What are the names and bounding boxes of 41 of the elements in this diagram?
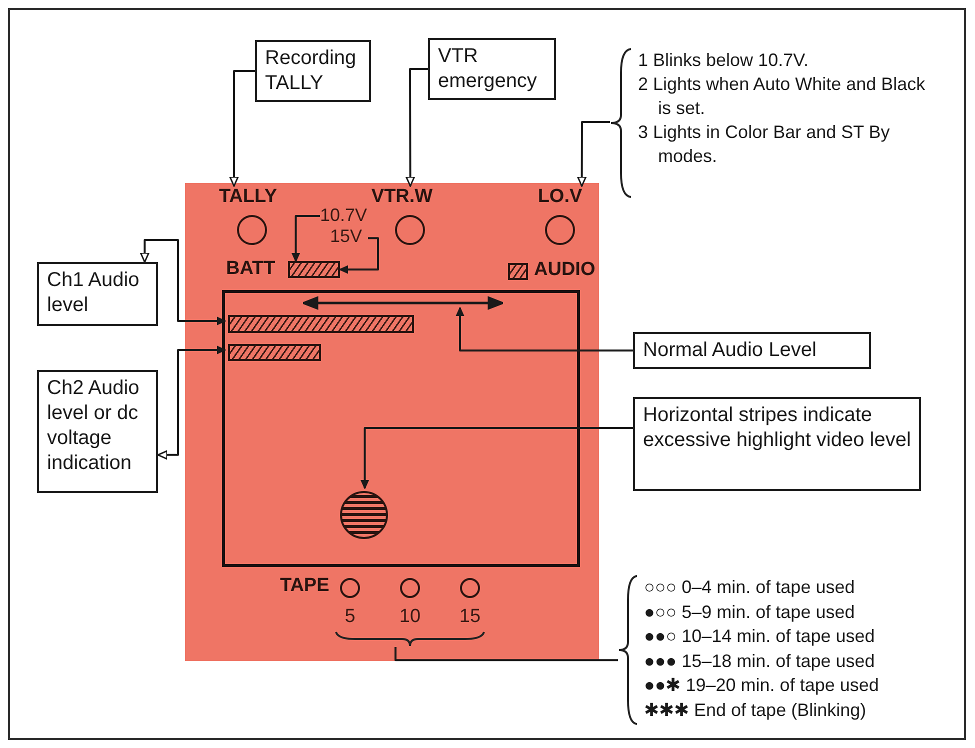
indicator-label: LO.V	[528, 186, 592, 210]
scale-number: 15	[458, 607, 482, 627]
callout-box: Normal Audio Level	[633, 332, 871, 369]
callout-box: Ch1 Audio level	[37, 262, 158, 326]
arrow	[456, 307, 633, 352]
legend-text: ●●● 15–18 min. of tape used	[644, 650, 875, 673]
legend-text: ●●✱ 19–20 min. of tape used	[644, 674, 879, 697]
arrow	[229, 70, 255, 187]
arrow	[360, 427, 633, 489]
callout-box: Ch2 Audio level or dc voltage indication	[37, 370, 158, 493]
arrow	[140, 239, 226, 326]
voltage-label: 15V	[330, 226, 368, 248]
arrow	[157, 346, 226, 460]
screen-frame	[222, 290, 580, 567]
note-text: 3 Lights in Color Bar and ST By modes.	[638, 121, 891, 168]
scale-number: 10	[398, 607, 422, 627]
note-text: 1 Blinks below 10.7V.	[638, 49, 810, 72]
level-bar	[228, 344, 321, 361]
level-range-marker	[303, 295, 503, 311]
striped-circle	[340, 491, 388, 539]
legend-text: ○○○ 0–4 min. of tape used	[644, 576, 855, 599]
arrow	[406, 68, 428, 187]
indicator-label: AUDIO	[534, 259, 596, 281]
level-bar	[288, 261, 340, 278]
legend-text: ✱✱✱ End of tape (Blinking)	[644, 698, 866, 722]
connector-line	[394, 647, 618, 662]
scale-number: 5	[344, 607, 356, 627]
note-text: 2 Lights when Auto White and Black is set.	[638, 73, 926, 120]
level-bar	[228, 315, 414, 333]
callout-box: Recording TALLY	[255, 40, 371, 102]
display-panel	[185, 183, 599, 661]
arrow	[292, 215, 320, 262]
callout-box: VTR emergency	[428, 38, 556, 100]
indicator-label: BATT	[226, 258, 276, 280]
legend-text: ●○○ 5–9 min. of tape used	[644, 600, 855, 624]
callout-box: Horizontal stripes indicate excessive highlight video level	[633, 397, 921, 491]
arrow	[339, 237, 379, 274]
arrow	[577, 121, 610, 187]
indicator-label: TALLY	[208, 186, 288, 210]
legend-text: ●●○ 10–14 min. of tape used	[644, 625, 875, 648]
indicator-label: TAPE	[280, 575, 330, 597]
